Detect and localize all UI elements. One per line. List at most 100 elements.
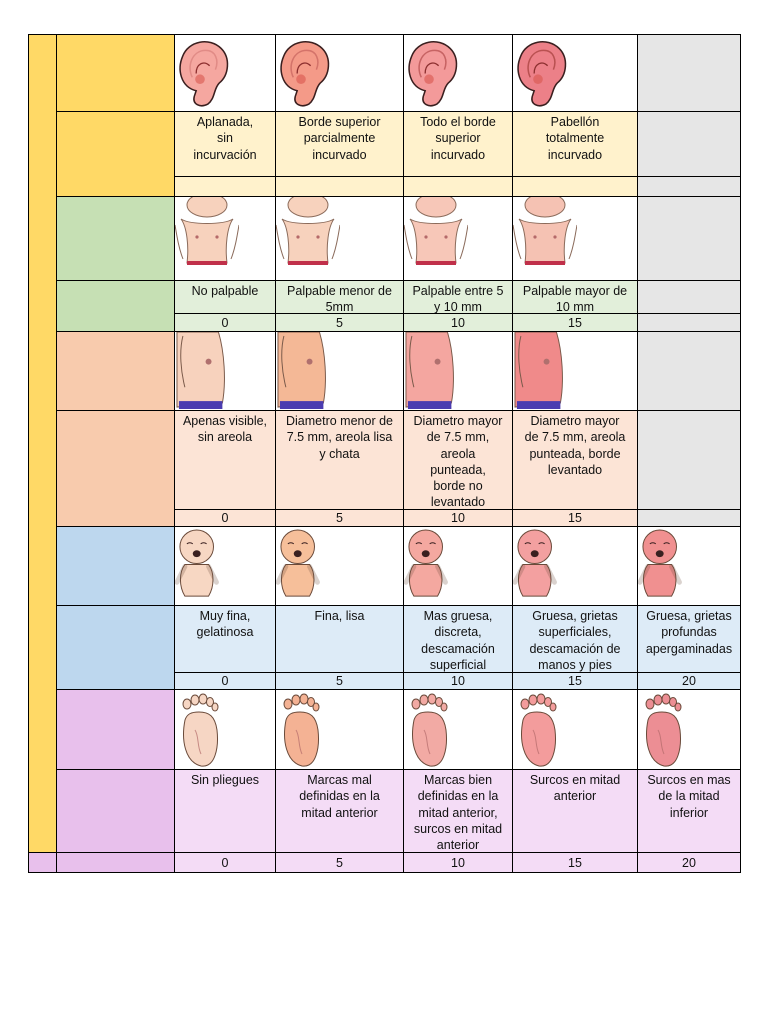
ear-description-text: Borde superior parcialmente incurvado	[298, 115, 381, 162]
plantar-picture-cell	[637, 689, 741, 770]
breast-description-text: No palpable	[191, 284, 259, 298]
skin-picture-cell	[637, 526, 741, 606]
breast-score-cell	[637, 313, 741, 332]
section-label-plantar-lower	[56, 769, 175, 853]
nipple-picture-cell	[275, 331, 404, 411]
nipple-score-value: 5	[336, 511, 343, 525]
ear-score-value	[404, 177, 512, 196]
nipple-description-text: Apenas visible, sin areola	[182, 414, 268, 445]
nipple-icon	[514, 332, 563, 409]
breast-picture-cell	[512, 196, 638, 281]
skin-score-value: 15	[568, 674, 582, 688]
foot-sole-icon	[182, 693, 219, 767]
breast-score-cell: 15	[512, 313, 638, 332]
plantar-description-cell: Marcas bien definidas en la mitad anteri…	[403, 769, 513, 853]
section-label-breast-lower	[56, 280, 175, 332]
ear-score-value	[175, 177, 275, 196]
foot-sole-icon	[645, 693, 682, 767]
section-label-plantar-footer	[56, 852, 175, 873]
breast-description-cell: Palpable entre 5 y 10 mm	[403, 280, 513, 314]
skin-description-cell: Gruesa, grietas profundas apergaminadas	[637, 605, 741, 673]
skin-description-cell: Gruesa, grietas superficiales, descamaci…	[512, 605, 638, 673]
breast-description-text: Palpable mayor de 10 mm	[522, 284, 628, 314]
baby-icon	[276, 529, 320, 597]
foot-sole-icon	[520, 693, 557, 767]
nipple-score-cell: 15	[512, 509, 638, 527]
ear-score-cell	[403, 176, 513, 197]
nipple-description-cell: Diametro mayor de 7.5 mm, areola puntead…	[512, 410, 638, 510]
skin-score-cell: 20	[637, 672, 741, 690]
skin-score-value: 20	[682, 674, 696, 688]
ear-picture-cell	[174, 34, 276, 112]
plantar-score-value: 15	[568, 855, 582, 870]
skin-description-text: Fina, lisa	[314, 609, 365, 623]
skin-score-cell: 0	[174, 672, 276, 690]
skin-score-value: 0	[221, 674, 229, 688]
plantar-score-cell: 15	[512, 852, 638, 873]
section-label-plantar	[56, 689, 175, 770]
baby-icon	[175, 529, 219, 597]
plantar-description-text: Surcos en mitad anterior	[529, 773, 621, 804]
ear-icon	[408, 41, 458, 107]
section-label-breast	[56, 196, 175, 281]
ear-description-text: Todo el borde superior incurvado	[420, 115, 496, 162]
skin-picture-cell	[403, 526, 513, 606]
breast-score-value: 10	[451, 315, 465, 330]
nipple-description-cell: Diametro menor de 7.5 mm, areola lisa y …	[275, 410, 404, 510]
ear-description-text: Pabellón totalmente incurvado	[545, 115, 605, 162]
nipple-score-cell: 5	[275, 509, 404, 527]
nipple-score-cell: 0	[174, 509, 276, 527]
breast-score-cell: 0	[174, 313, 276, 332]
section-label-nipple	[56, 331, 175, 411]
baby-icon	[404, 529, 448, 597]
nipple-icon	[176, 332, 225, 409]
breast-score-value: 5	[336, 315, 343, 330]
skin-description-cell: Muy fina, gelatinosa	[174, 605, 276, 673]
baby-torso-icon	[276, 197, 340, 265]
skin-score-cell: 10	[403, 672, 513, 690]
breast-score-cell: 10	[403, 313, 513, 332]
plantar-score-cell: 10	[403, 852, 513, 873]
plantar-picture-cell	[275, 689, 404, 770]
nipple-description-cell	[637, 410, 741, 510]
ear-picture-cell	[637, 34, 741, 112]
nipple-score-value: 10	[451, 511, 465, 525]
breast-description-text: Palpable menor de 5mm	[287, 284, 392, 314]
plantar-description-text: Marcas mal definidas en la mitad anterio…	[299, 773, 380, 820]
breast-description-cell	[637, 280, 741, 314]
ear-score-cell	[275, 176, 404, 197]
foot-sole-icon	[411, 693, 448, 767]
nipple-picture-cell	[403, 331, 513, 411]
ear-description-cell: Pabellón totalmente incurvado	[512, 111, 638, 177]
plantar-picture-cell	[512, 689, 638, 770]
ear-icon	[280, 41, 330, 107]
ear-score-cell	[637, 176, 741, 197]
nipple-picture-cell	[174, 331, 276, 411]
baby-icon	[513, 529, 557, 597]
breast-description-cell: No palpable	[174, 280, 276, 314]
breast-description-text: Palpable entre 5 y 10 mm	[412, 284, 504, 314]
plantar-description-cell: Sin pliegues	[174, 769, 276, 853]
plantar-picture-cell	[174, 689, 276, 770]
nipple-score-value: 0	[221, 511, 229, 525]
ear-description-cell: Borde superior parcialmente incurvado	[275, 111, 404, 177]
skin-picture-cell	[275, 526, 404, 606]
plantar-score-cell: 5	[275, 852, 404, 873]
plantar-description-text: Marcas bien definidas en la mitad anteri…	[413, 773, 503, 853]
baby-icon	[638, 529, 682, 597]
breast-score-value: 15	[568, 315, 582, 330]
ear-icon	[179, 41, 229, 107]
plantar-description-cell: Surcos en mitad anterior	[512, 769, 638, 853]
ear-score-value	[276, 177, 403, 196]
breast-picture-cell	[637, 196, 741, 281]
baby-torso-icon	[404, 197, 468, 265]
baby-torso-icon	[513, 197, 577, 265]
skin-score-cell: 15	[512, 672, 638, 690]
skin-picture-cell	[512, 526, 638, 606]
ear-description-cell	[637, 111, 741, 177]
plantar-description-text: Surcos en mas de la mitad inferior	[647, 773, 731, 820]
nipple-description-cell: Diametro mayor de 7.5 mm, areola puntead…	[403, 410, 513, 510]
ear-score-cell	[174, 176, 276, 197]
breast-picture-cell	[174, 196, 276, 281]
